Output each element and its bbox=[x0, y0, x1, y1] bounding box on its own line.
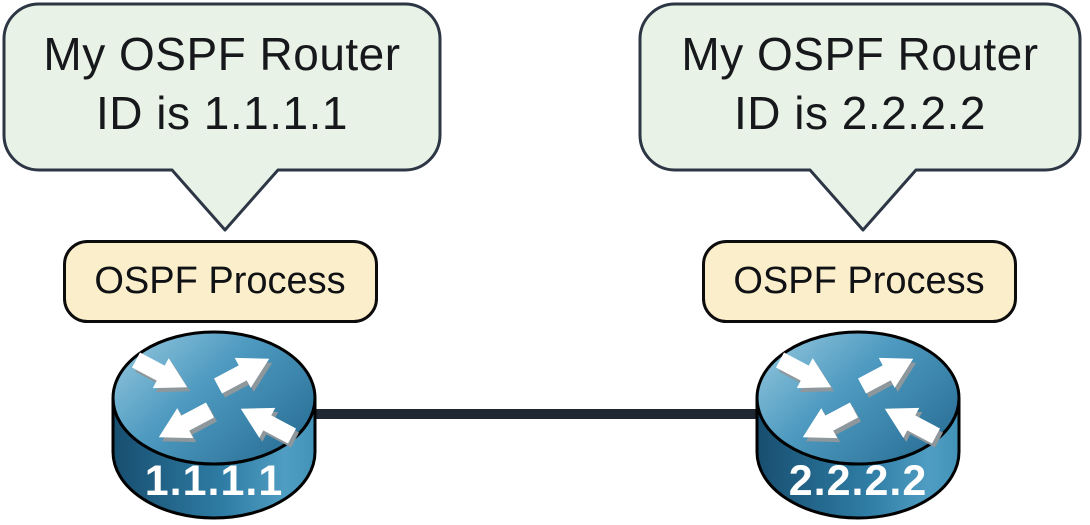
router-icon-left bbox=[111, 330, 317, 520]
callout-left-line2: ID is 1.1.1.1 bbox=[96, 87, 348, 139]
callout-text-right: My OSPF Router ID is 2.2.2.2 bbox=[640, 25, 1080, 143]
ospf-process-box-right bbox=[702, 240, 1017, 323]
callout-left-line1: My OSPF Router bbox=[43, 28, 401, 80]
router-id-label-left: 1.1.1.1 bbox=[144, 457, 284, 505]
router-id-label-right: 2.2.2.2 bbox=[788, 457, 928, 505]
router-icon-right bbox=[755, 330, 961, 520]
router-top-face bbox=[755, 330, 961, 466]
callout-text-left: My OSPF Router ID is 1.1.1.1 bbox=[4, 25, 440, 143]
callout-bubble-right bbox=[638, 2, 1082, 232]
ospf-process-box-left bbox=[63, 240, 378, 323]
callout-right-line1: My OSPF Router bbox=[681, 28, 1039, 80]
ospf-process-label-right: OSPF Process bbox=[733, 259, 985, 302]
callout-right-line2: ID is 2.2.2.2 bbox=[734, 87, 986, 139]
ospf-process-label-left: OSPF Process bbox=[94, 259, 346, 302]
callout-bubble-left bbox=[2, 2, 442, 232]
router-top-face bbox=[111, 330, 317, 466]
